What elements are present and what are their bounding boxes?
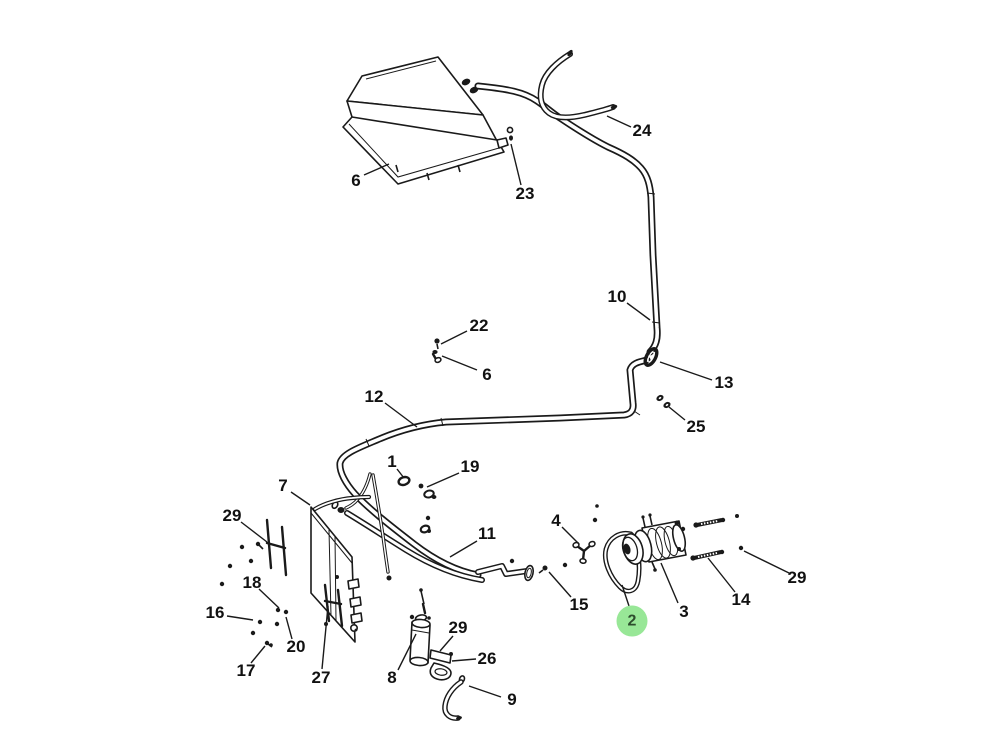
rings-25 [656,394,671,409]
leader-line-29 [743,550,790,574]
suction-pipe-10 [474,82,661,356]
callout-29: 29 [787,568,807,587]
leader-line-2 [621,584,630,607]
highlighted-callout-2[interactable]: 2 [616,605,648,637]
leader-line-27 [321,605,329,670]
callout-18: 18 [242,573,262,592]
callout-20: 20 [286,637,306,656]
leader-line-15 [548,571,572,598]
bracket-26 [429,649,453,681]
callout-14: 14 [731,590,751,609]
callout-12: 12 [364,387,384,406]
leader-line-6 [363,163,390,176]
callout-9: 9 [507,690,517,709]
stud-6 [431,350,442,364]
leader-line-29 [240,521,268,543]
callout-25: 25 [686,417,706,436]
callout-1: 1 [387,452,397,471]
callout-19: 19 [460,457,480,476]
leader-line-17 [250,645,266,664]
callout-29: 29 [448,618,468,637]
leader-line-7 [290,491,311,506]
callout-13: 13 [714,373,734,392]
leader-line-19 [426,472,460,488]
leader-line-20 [285,616,293,640]
leader-line-11 [449,540,478,558]
callout-10: 10 [607,287,627,306]
studs-14 [690,514,744,561]
leader-line-10 [626,302,651,321]
callout-15: 15 [569,595,589,614]
leader-line-16 [226,615,254,621]
leader-line-29 [439,635,454,652]
fasteners-left-cluster [219,541,289,648]
leader-line-18 [258,588,280,609]
bracket-4 [538,504,599,574]
leader-line-3 [660,562,679,604]
callout-17: 17 [236,661,256,680]
callout-26: 26 [477,649,497,668]
receiver-drier [409,588,431,667]
leader-line-9 [468,685,502,698]
leader-line-6 [441,355,478,371]
hose-24 [537,49,618,121]
leader-line-26 [451,658,477,662]
callout-27: 27 [311,668,331,687]
callout-23: 23 [515,184,535,203]
callout-4: 4 [551,511,561,530]
leader-line-13 [659,361,713,381]
leader-line-24 [606,115,632,128]
hose-11 [331,500,535,583]
hose-9 [442,675,466,721]
leader-line-1 [396,468,405,479]
leader-line-4 [561,526,580,545]
leader-lines [226,115,790,698]
clip-hardware [419,515,431,534]
callout-22: 22 [469,316,489,335]
callout-29: 29 [222,506,242,525]
compressor [621,513,687,572]
callout-3: 3 [679,602,689,621]
hose-12 [336,356,651,579]
condenser-panel [310,506,363,643]
callout-8: 8 [387,668,397,687]
bracket-29-left [265,518,288,577]
leader-line-12 [384,402,418,428]
leader-line-22 [440,330,468,345]
callout-6: 6 [482,365,492,384]
grommet-23 [506,126,514,141]
callout-24: 24 [632,121,652,140]
bolt-22 [434,338,440,350]
leader-line-23 [510,143,522,186]
leader-line-14 [707,557,736,593]
callout-6: 6 [351,171,361,190]
callout-11: 11 [478,524,496,543]
clamp-13 [643,347,659,367]
leader-line-8 [397,633,417,671]
callout-7: 7 [278,476,288,495]
callout-16: 16 [205,603,225,622]
leader-line-25 [668,406,686,421]
bolt-19 [418,483,437,499]
evaporator-box [342,56,509,185]
liquid-lines [312,472,392,581]
